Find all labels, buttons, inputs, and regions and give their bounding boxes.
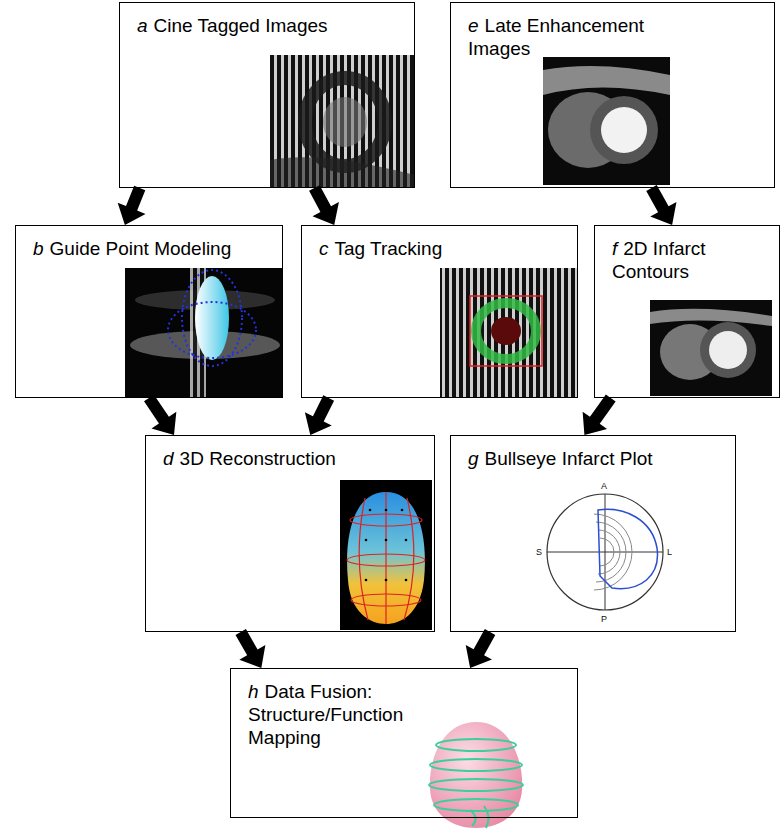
process-box: f2D Infarct Contours bbox=[594, 225, 780, 398]
illustration-part bbox=[476, 303, 536, 359]
panel-letter: d bbox=[163, 448, 174, 469]
illustration-part bbox=[650, 309, 772, 326]
block-arrow bbox=[235, 629, 265, 668]
box-title: a Cine Tagged Images bbox=[137, 15, 397, 38]
block-arrow bbox=[466, 629, 496, 668]
illustration-part bbox=[385, 579, 388, 582]
axis-letter: S bbox=[536, 548, 542, 557]
panel-letter: a bbox=[137, 15, 148, 36]
illustration-part bbox=[305, 78, 385, 166]
illustration-part bbox=[405, 539, 408, 542]
illustration-part bbox=[385, 539, 388, 542]
panel-letter: c bbox=[319, 238, 329, 259]
box-label: Guide Point Modeling bbox=[50, 238, 232, 259]
illustration-part bbox=[547, 494, 663, 610]
panel-letter: b bbox=[33, 238, 44, 259]
illustration-part bbox=[270, 55, 415, 188]
illustration-part bbox=[340, 480, 432, 630]
illustration-part bbox=[650, 300, 772, 396]
illustration-part bbox=[125, 268, 283, 398]
illustration-part bbox=[365, 579, 368, 582]
box-title: b Guide Point Modeling bbox=[33, 238, 273, 261]
process-box: eLate Enhancement Images bbox=[450, 2, 775, 188]
illustration-part bbox=[270, 157, 415, 188]
box-label: Late Enhancement Images bbox=[468, 15, 644, 59]
illustration-part bbox=[359, 492, 414, 624]
illustration-part bbox=[347, 492, 425, 624]
box-title: eLate Enhancement Images bbox=[468, 15, 658, 61]
illustration-part bbox=[700, 322, 756, 378]
process-box: b Guide Point Modeling bbox=[15, 225, 283, 398]
panel-letter: h bbox=[248, 681, 259, 702]
box-label: Tag Tracking bbox=[335, 238, 443, 259]
illustration-part bbox=[434, 799, 518, 811]
illustration-part bbox=[709, 331, 747, 369]
illustration-part bbox=[168, 302, 256, 358]
illustration-part bbox=[385, 509, 388, 512]
axis-letter: P bbox=[601, 615, 607, 624]
illustration-part bbox=[590, 96, 658, 164]
infarct-contour-image bbox=[650, 300, 772, 396]
illustration-part bbox=[605, 494, 606, 610]
box-label: Data Fusion: Structure/Function Mapping bbox=[248, 681, 403, 748]
illustration-part bbox=[543, 66, 670, 95]
illustration-part bbox=[401, 509, 404, 512]
block-arrow bbox=[305, 395, 334, 435]
axis-letter: L bbox=[667, 548, 672, 557]
process-box: g Bullseye Infarct Plot bbox=[450, 435, 736, 632]
block-arrow bbox=[118, 186, 146, 225]
illustration-part bbox=[470, 806, 489, 828]
block-arrow bbox=[309, 185, 339, 225]
process-box: hData Fusion: Structure/Function Mapping bbox=[230, 668, 578, 818]
tag-tracking-image bbox=[440, 268, 578, 398]
process-box: a Cine Tagged Images bbox=[119, 2, 415, 188]
process-box: d 3D Reconstruction bbox=[145, 435, 435, 632]
illustration-part bbox=[600, 538, 614, 566]
fusion-image bbox=[429, 722, 523, 828]
illustration-part bbox=[405, 579, 408, 582]
illustration-part bbox=[543, 57, 670, 185]
box-title: hData Fusion: Structure/Function Mapping bbox=[248, 681, 423, 749]
illustration-part bbox=[429, 779, 523, 791]
illustration-part bbox=[430, 759, 522, 771]
panel-letter: e bbox=[468, 15, 479, 36]
illustration-part bbox=[430, 722, 522, 828]
illustration-part bbox=[195, 276, 229, 360]
box-label: 3D Reconstruction bbox=[180, 448, 336, 469]
late-enhancement-image bbox=[543, 57, 670, 185]
box-title: f2D Infarct Contours bbox=[612, 238, 772, 284]
tagged-image bbox=[270, 55, 415, 188]
bullseye-plot bbox=[547, 494, 663, 610]
block-arrow bbox=[583, 395, 616, 435]
process-box: c Tag Tracking bbox=[301, 225, 578, 398]
reconstruction-image bbox=[340, 480, 432, 630]
box-label: 2D Infarct Contours bbox=[612, 238, 706, 282]
illustration-part bbox=[323, 97, 367, 147]
illustration-part bbox=[491, 317, 521, 345]
illustration-part bbox=[598, 509, 657, 588]
axis-letter: A bbox=[601, 482, 607, 491]
illustration-part bbox=[440, 268, 578, 398]
illustration-part bbox=[369, 509, 372, 512]
box-title: c Tag Tracking bbox=[319, 238, 559, 261]
illustration-part bbox=[436, 739, 516, 751]
illustration-part bbox=[365, 539, 368, 542]
box-label: Cine Tagged Images bbox=[154, 15, 328, 36]
block-arrow bbox=[646, 185, 676, 225]
block-arrow bbox=[144, 395, 176, 435]
illustration-part bbox=[470, 296, 542, 366]
box-title: d 3D Reconstruction bbox=[163, 448, 423, 471]
panel-letter: g bbox=[468, 448, 479, 469]
box-label: Bullseye Infarct Plot bbox=[485, 448, 653, 469]
illustration-part bbox=[598, 530, 620, 574]
illustration-part bbox=[601, 107, 647, 153]
box-title: g Bullseye Infarct Plot bbox=[468, 448, 653, 471]
guide-point-model-image bbox=[125, 268, 283, 398]
illustration-part bbox=[182, 270, 242, 366]
panel-letter: f bbox=[612, 238, 617, 259]
